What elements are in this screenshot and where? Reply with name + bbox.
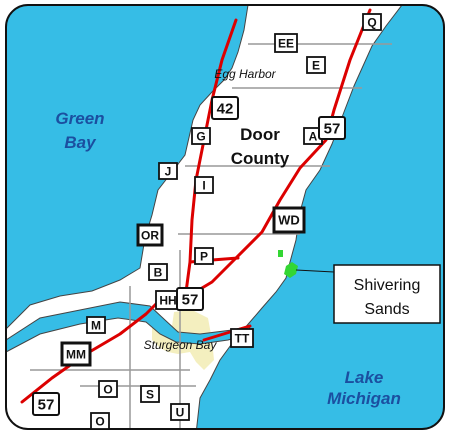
- road-sign-label: O: [95, 414, 104, 428]
- road-sign-label: U: [176, 405, 185, 419]
- road-sign-label: S: [146, 387, 154, 401]
- road-sign-shield: [148, 263, 168, 281]
- road-sign-o-lower: O: [90, 412, 110, 430]
- road-sign-s: S: [140, 385, 160, 403]
- road-sign-label: MM: [66, 347, 86, 361]
- road-sign-mm: MM: [60, 341, 92, 367]
- water-label-lake-michigan-1: Lake: [345, 368, 384, 387]
- road-sign-label: P: [200, 249, 208, 263]
- road-sign-ee: EE: [274, 33, 298, 53]
- road-sign-shield: [86, 316, 106, 334]
- road-sign-shield: [32, 392, 60, 416]
- road-sign-shield: [90, 412, 110, 430]
- road-sign-o-upper: O: [98, 380, 118, 398]
- road-sign-shield: [60, 341, 92, 367]
- road-sign-hwy57-north: 57: [318, 116, 346, 140]
- road-sign-shield: [306, 56, 326, 74]
- road-sign-label: 57: [38, 396, 55, 413]
- road-sign-label: M: [91, 318, 101, 332]
- place-label-egg-harbor: Egg Harbor: [214, 67, 276, 81]
- road-sign-m: M: [86, 316, 106, 334]
- road-sign-p: P: [194, 247, 214, 265]
- road-sign-hwy42: 42: [211, 96, 239, 120]
- road-sign-wd: WD: [272, 206, 306, 234]
- road-sign-shield: [170, 403, 190, 421]
- callout-box: [333, 264, 441, 324]
- road-sign-shield: [230, 328, 254, 348]
- road-sign-shield: [176, 287, 204, 311]
- road-sign-shield: [136, 223, 164, 247]
- road-sign-u: U: [170, 403, 190, 421]
- road-sign-shield: [211, 96, 239, 120]
- water-label-green-bay-2: Bay: [64, 133, 97, 152]
- road-sign-shield: [274, 33, 298, 53]
- road-sign-q: Q: [362, 13, 382, 31]
- road-sign-e: E: [306, 56, 326, 74]
- water-label-green-bay-1: Green: [55, 109, 104, 128]
- park-marker: [278, 250, 283, 257]
- road-sign-shield: [362, 13, 382, 31]
- road-sign-tt: TT: [230, 328, 254, 348]
- road-sign-label: OR: [141, 228, 159, 242]
- place-label-sturgeon-bay: Sturgeon Bay: [144, 338, 218, 352]
- road-sign-j: J: [158, 162, 178, 180]
- callout-text-line-1: Shivering: [354, 277, 421, 294]
- road-sign-shield: [140, 385, 160, 403]
- road-sign-shield: [194, 247, 214, 265]
- road-sign-i: I: [194, 176, 214, 194]
- road-sign-label: I: [202, 178, 205, 192]
- road-sign-label: 42: [217, 100, 234, 117]
- road-sign-or: OR: [136, 223, 164, 247]
- callout-text-line-2: Sands: [364, 301, 409, 318]
- road-sign-label: J: [165, 164, 172, 178]
- county-label-1: Door: [240, 125, 280, 144]
- road-sign-label: EE: [278, 36, 294, 50]
- road-sign-hwy57-mid: 57: [176, 287, 204, 311]
- road-sign-label: TT: [235, 331, 250, 345]
- road-sign-label: HH: [159, 293, 176, 307]
- road-sign-shield: [98, 380, 118, 398]
- road-sign-shield: [158, 162, 178, 180]
- road-sign-label: E: [312, 58, 320, 72]
- road-sign-shield: [272, 206, 306, 234]
- road-sign-label: A: [309, 129, 318, 143]
- county-label-2: County: [231, 149, 290, 168]
- road-sign-b: B: [148, 263, 168, 281]
- road-sign-label: 57: [324, 120, 341, 137]
- road-sign-label: B: [154, 265, 163, 279]
- shivering-sands-park: [284, 262, 298, 278]
- road-sign-shield: [194, 176, 214, 194]
- road-sign-shield: [318, 116, 346, 140]
- road-sign-label: G: [196, 129, 205, 143]
- callout-leader-line: [295, 269, 335, 273]
- road-sign-g: G: [191, 127, 211, 145]
- water-label-lake-michigan-2: Michigan: [327, 389, 401, 408]
- road-sign-label: WD: [278, 213, 300, 228]
- road-sign-label: 57: [182, 291, 199, 308]
- road-sign-hwy57-south: 57: [32, 392, 60, 416]
- road-sign-label: O: [103, 382, 112, 396]
- map-frame: [5, 4, 445, 430]
- road-sign-label: Q: [367, 15, 376, 29]
- road-sign-shield: [191, 127, 211, 145]
- county-lines: [30, 43, 392, 429]
